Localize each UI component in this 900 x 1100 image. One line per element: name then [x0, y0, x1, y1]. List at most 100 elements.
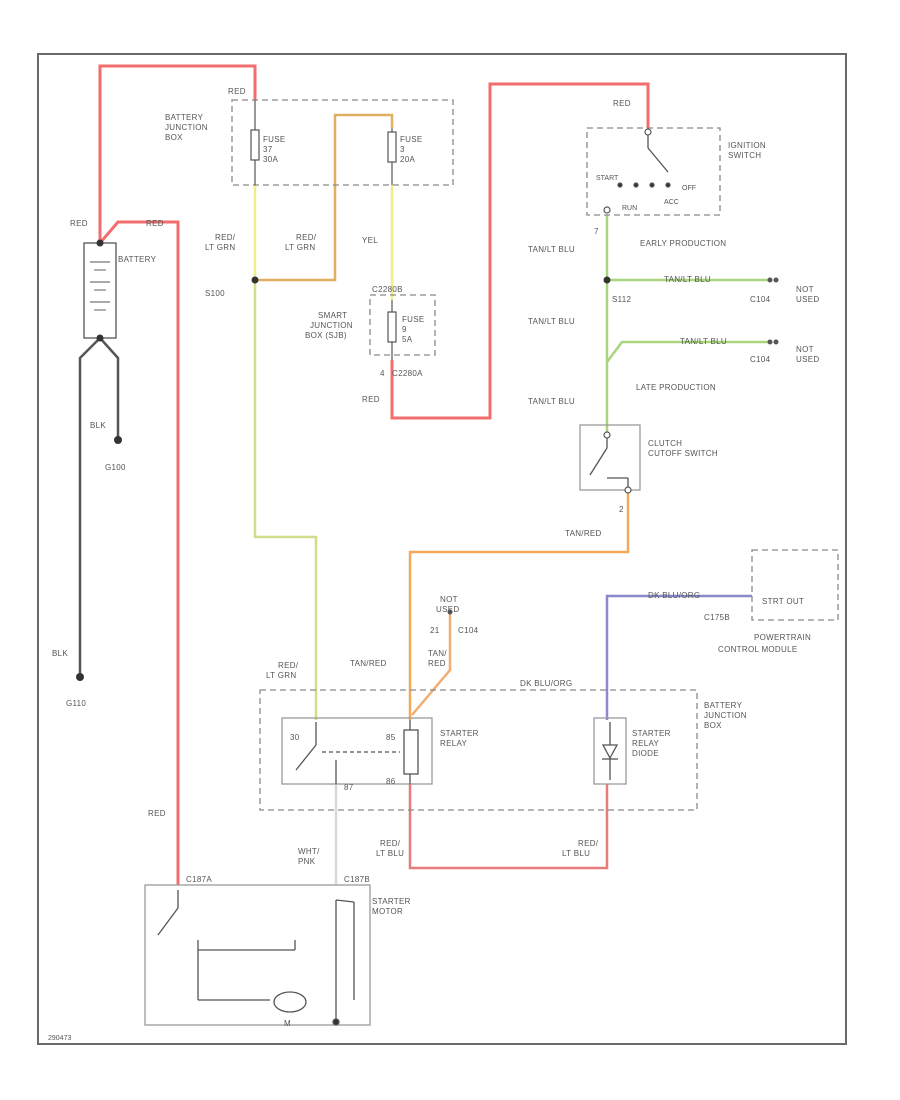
label-red-top: RED — [228, 87, 246, 96]
label-bjb2-2: JUNCTION — [704, 711, 747, 720]
label-fuse3-3: 20A — [400, 155, 415, 164]
ignition-switch-symbol — [603, 128, 671, 214]
label-fuse37-3: 30A — [263, 155, 278, 164]
label-not-used-1b: USED — [796, 295, 819, 304]
label-pin21: 21 — [430, 626, 440, 635]
label-tanred-2a: TAN/ — [428, 649, 447, 658]
label-acc: ACC — [664, 199, 679, 206]
label-red-ltblu-1b: LT BLU — [376, 849, 404, 858]
label-diode-1: STARTER — [632, 729, 671, 738]
label-ignition-2: SWITCH — [728, 151, 761, 160]
label-not-used-3b: USED — [436, 605, 459, 614]
label-red-ltgrn-3a: RED/ — [278, 661, 299, 670]
label-not-used-3a: NOT — [440, 595, 458, 604]
label-m: M — [284, 1019, 291, 1028]
label-c175b: C175B — [704, 613, 730, 622]
wire-red-ltblu-relay-diode — [408, 784, 609, 870]
label-red-sjb: RED — [362, 395, 380, 404]
label-red-ltgrn-1a: RED/ — [215, 233, 236, 242]
label-starter-motor-2: MOTOR — [372, 907, 403, 916]
label-whtpnk-2: PNK — [298, 857, 316, 866]
battery-junction-box-bottom — [259, 689, 698, 811]
label-run: RUN — [622, 205, 637, 212]
label-pin85: 85 — [386, 733, 396, 742]
label-s112: S112 — [612, 295, 632, 304]
label-c104-2: C104 — [750, 355, 771, 364]
label-red-ignition: RED — [613, 99, 631, 108]
label-fuse3-1: FUSE — [400, 135, 423, 144]
label-fuse37-2: 37 — [263, 145, 273, 154]
label-blk-1: BLK — [90, 421, 106, 430]
starter-motor-symbol — [157, 890, 355, 1026]
fuse-37-symbol — [250, 100, 260, 185]
battery-cells — [90, 261, 110, 311]
label-red-ltgrn-2a: RED/ — [296, 233, 317, 242]
label-tanred-2b: RED — [428, 659, 446, 668]
label-start: START — [596, 175, 619, 182]
starter-relay-symbol — [295, 720, 419, 784]
label-strt-out: STRT OUT — [762, 597, 804, 606]
fuse-3-symbol — [387, 128, 397, 185]
label-clutch-1: CLUTCH — [648, 439, 682, 448]
label-bjb-3: BOX — [165, 133, 183, 142]
label-diode-2: RELAY — [632, 739, 660, 748]
label-tanltblu-2: TAN/LT BLU — [664, 275, 711, 284]
starter-relay-diode-box — [593, 717, 627, 785]
label-tanred-1: TAN/RED — [565, 529, 602, 538]
ground-g100-icon — [114, 436, 122, 444]
label-red-ltblu-2a: RED/ — [578, 839, 599, 848]
label-late-production: LATE PRODUCTION — [636, 383, 716, 392]
smart-junction-box — [369, 294, 436, 356]
label-battery: BATTERY — [118, 255, 157, 264]
label-pin87: 87 — [344, 783, 354, 792]
label-tanred-3: TAN/RED — [350, 659, 387, 668]
label-c2280a: C2280A — [392, 369, 423, 378]
label-red-ltgrn-3b: LT GRN — [266, 671, 296, 680]
label-red-left: RED — [70, 219, 88, 228]
label-ignition-1: IGNITION — [728, 141, 766, 150]
label-bjb2-1: BATTERY — [704, 701, 743, 710]
label-whtpnk-1: WHT/ — [298, 847, 320, 856]
label-pin30: 30 — [290, 733, 300, 742]
label-tanltblu-1: TAN/LT BLU — [528, 245, 575, 254]
label-clutch-2: CUTOFF SWITCH — [648, 449, 718, 458]
label-s100: S100 — [205, 289, 225, 298]
pcm-box — [751, 549, 839, 621]
wire-red-battery-to-bjb — [98, 64, 257, 243]
label-pcm-1: POWERTRAIN — [754, 633, 811, 642]
wire-tanred-c104 — [411, 612, 452, 716]
battery-terminal-pos — [96, 239, 104, 247]
ignition-switch-box — [586, 127, 721, 216]
label-off: OFF — [682, 185, 696, 192]
label-pcm-2: CONTROL MODULE — [718, 645, 797, 654]
label-red-ltgrn-1b: LT GRN — [205, 243, 235, 252]
label-sjb-2: JUNCTION — [310, 321, 353, 330]
label-red-ltgrn-2b: LT GRN — [285, 243, 315, 252]
label-dkbluorg-2: DK BLU/ORG — [520, 679, 572, 688]
wire-red-sjb-ignition — [390, 82, 650, 420]
label-dkbluorg-1: DK BLU/ORG — [648, 591, 700, 600]
wire-red-ltgrn-s100-relay — [253, 280, 318, 720]
wire-red-ltgrn-s100-fuse3 — [255, 113, 394, 282]
label-fuse9-3: 5A — [402, 335, 413, 344]
label-starter-relay-1: STARTER — [440, 729, 479, 738]
label-tanltblu-3: TAN/LT BLU — [528, 317, 575, 326]
splice-s100 — [251, 276, 259, 284]
label-early-production: EARLY PRODUCTION — [640, 239, 726, 248]
clutch-switch-symbol — [589, 431, 632, 494]
clutch-cutoff-switch-box — [579, 424, 641, 491]
label-c2280b: C2280B — [372, 285, 403, 294]
splice-s112 — [603, 276, 611, 284]
label-g110: G110 — [66, 699, 86, 708]
wire-blk-g110 — [78, 337, 101, 675]
label-c104-1: C104 — [750, 295, 771, 304]
label-pin2: 2 — [619, 505, 624, 514]
label-corner-code: 290473 — [48, 1035, 71, 1042]
diode-symbol — [601, 722, 619, 780]
label-starter-relay-2: RELAY — [440, 739, 468, 748]
fuse-9-symbol — [387, 300, 397, 360]
label-not-used-2b: USED — [796, 355, 819, 364]
wire-tanred-clutch-relay — [408, 492, 630, 720]
label-red-battery-top: RED — [146, 219, 164, 228]
